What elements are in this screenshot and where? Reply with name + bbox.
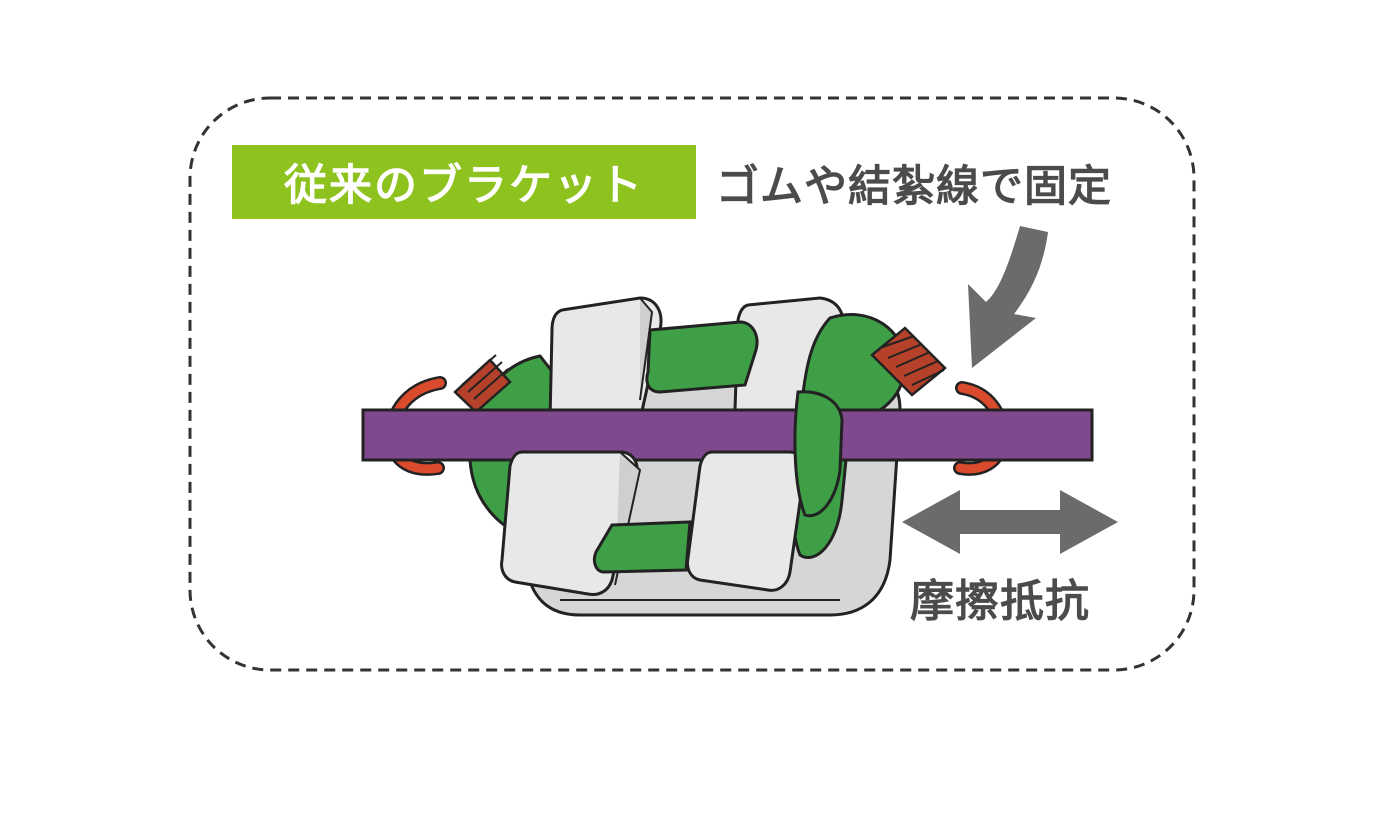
fixation-label: ゴムや結紮線で固定 (716, 162, 1112, 212)
conventional-bracket-label: 従来のブラケット (284, 161, 644, 211)
curved-arrow-icon (968, 226, 1048, 368)
conventional-bracket-badge: 従来のブラケット (232, 145, 696, 219)
elastic-band-lower (592, 520, 692, 574)
elastic-over-wire (793, 390, 844, 518)
dashed-frame (188, 96, 1196, 672)
friction-label: 摩擦抵抗 (910, 576, 1090, 627)
ligature-coil-right (870, 326, 947, 397)
ligature-coil-left (453, 354, 512, 414)
elastic-band-upper (645, 320, 759, 394)
tie-wing-lower-right (686, 450, 806, 592)
double-arrow-icon (902, 490, 1118, 554)
